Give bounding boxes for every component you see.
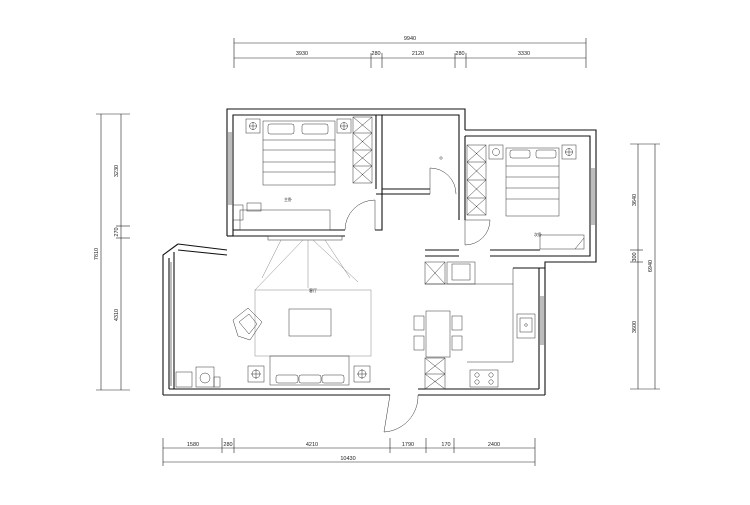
dining-kitchen-furniture bbox=[413, 261, 536, 390]
left-dimension-chain: 7810 3230 270 4310 bbox=[94, 113, 130, 391]
right-dim-3: 3600 bbox=[632, 321, 638, 333]
top-dim-2: 280 bbox=[371, 51, 380, 57]
bottom-dim-5: 170 bbox=[441, 442, 450, 448]
master-bedroom-label: 主卧 bbox=[284, 196, 292, 202]
living-room-furniture: 客厅 bbox=[175, 235, 372, 388]
right-total-dim: 6940 bbox=[648, 260, 654, 272]
left-dim-1: 3230 bbox=[114, 165, 120, 177]
right-dimension-chain: 6940 3640 300 3600 bbox=[630, 143, 660, 390]
left-dim-2: 270 bbox=[114, 227, 120, 236]
bottom-dim-6: 2400 bbox=[488, 442, 500, 448]
walls bbox=[162, 108, 597, 396]
master-bedroom-furniture: 主卧 bbox=[232, 116, 443, 231]
top-dim-4: 280 bbox=[455, 51, 464, 57]
living-room-label: 客厅 bbox=[309, 287, 317, 293]
second-bedroom-label: 次卧 bbox=[534, 231, 542, 237]
bottom-dim-2: 280 bbox=[223, 442, 232, 448]
top-dim-3: 2120 bbox=[412, 51, 424, 57]
top-total-dim: 9940 bbox=[404, 36, 416, 42]
bottom-dim-3: 4210 bbox=[306, 442, 318, 448]
windows bbox=[170, 132, 595, 386]
doors bbox=[344, 167, 491, 433]
top-dim-5: 3330 bbox=[518, 51, 530, 57]
top-dimension-chain: 9940 3930 280 2120 280 3330 bbox=[233, 36, 587, 68]
bottom-dimension-chain: 1580 280 4210 1790 170 2400 10430 bbox=[162, 438, 536, 466]
bottom-total-dim: 10430 bbox=[340, 456, 355, 462]
right-dim-2: 300 bbox=[632, 252, 638, 261]
top-dim-1: 3930 bbox=[296, 51, 308, 57]
bottom-dim-1: 1580 bbox=[187, 442, 199, 448]
right-dim-1: 3640 bbox=[632, 194, 638, 206]
bottom-dim-4: 1790 bbox=[402, 442, 414, 448]
corner-mark: . bbox=[38, 502, 40, 505]
left-dim-3: 4310 bbox=[114, 309, 120, 321]
left-total-dim: 7810 bbox=[94, 248, 100, 260]
second-bedroom-furniture: 次卧 bbox=[466, 144, 585, 250]
